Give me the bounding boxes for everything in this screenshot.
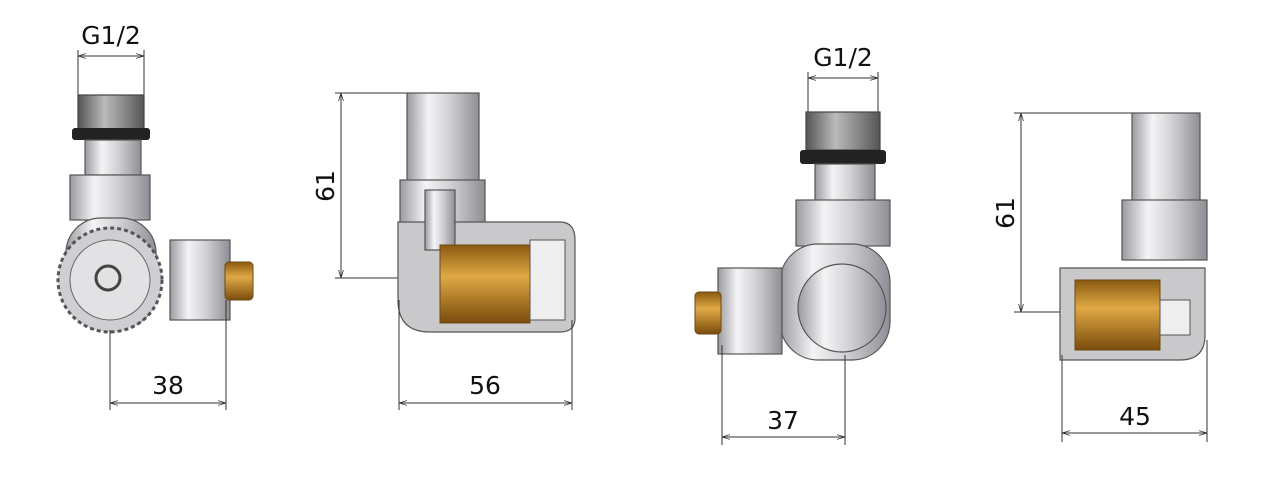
width-label: 37 (767, 406, 799, 435)
thread-size-label: G1/2 (81, 21, 141, 50)
valve-2-section-view: 61 45 (991, 112, 1208, 442)
valve-2-front-view: G1/2 37 (694, 43, 891, 445)
valve-1-front-view: G1/2 38 (56, 21, 254, 410)
width-label: 56 (469, 371, 501, 400)
valve-cap (797, 263, 887, 353)
brass-insert (439, 244, 531, 324)
brass-insert (1074, 279, 1161, 351)
brass-tail (694, 291, 722, 335)
side-nut (169, 239, 231, 321)
thread-size-label: G1/2 (813, 43, 873, 72)
side-nut (717, 267, 783, 355)
height-label: 61 (991, 197, 1020, 229)
width-label: 45 (1119, 402, 1151, 431)
height-label: 61 (311, 170, 340, 202)
brass-tail (224, 261, 254, 301)
threaded-connector (77, 94, 145, 131)
width-label: 38 (152, 371, 184, 400)
threaded-connector (805, 111, 881, 151)
valve-1-section-view: 61 56 (311, 92, 576, 410)
